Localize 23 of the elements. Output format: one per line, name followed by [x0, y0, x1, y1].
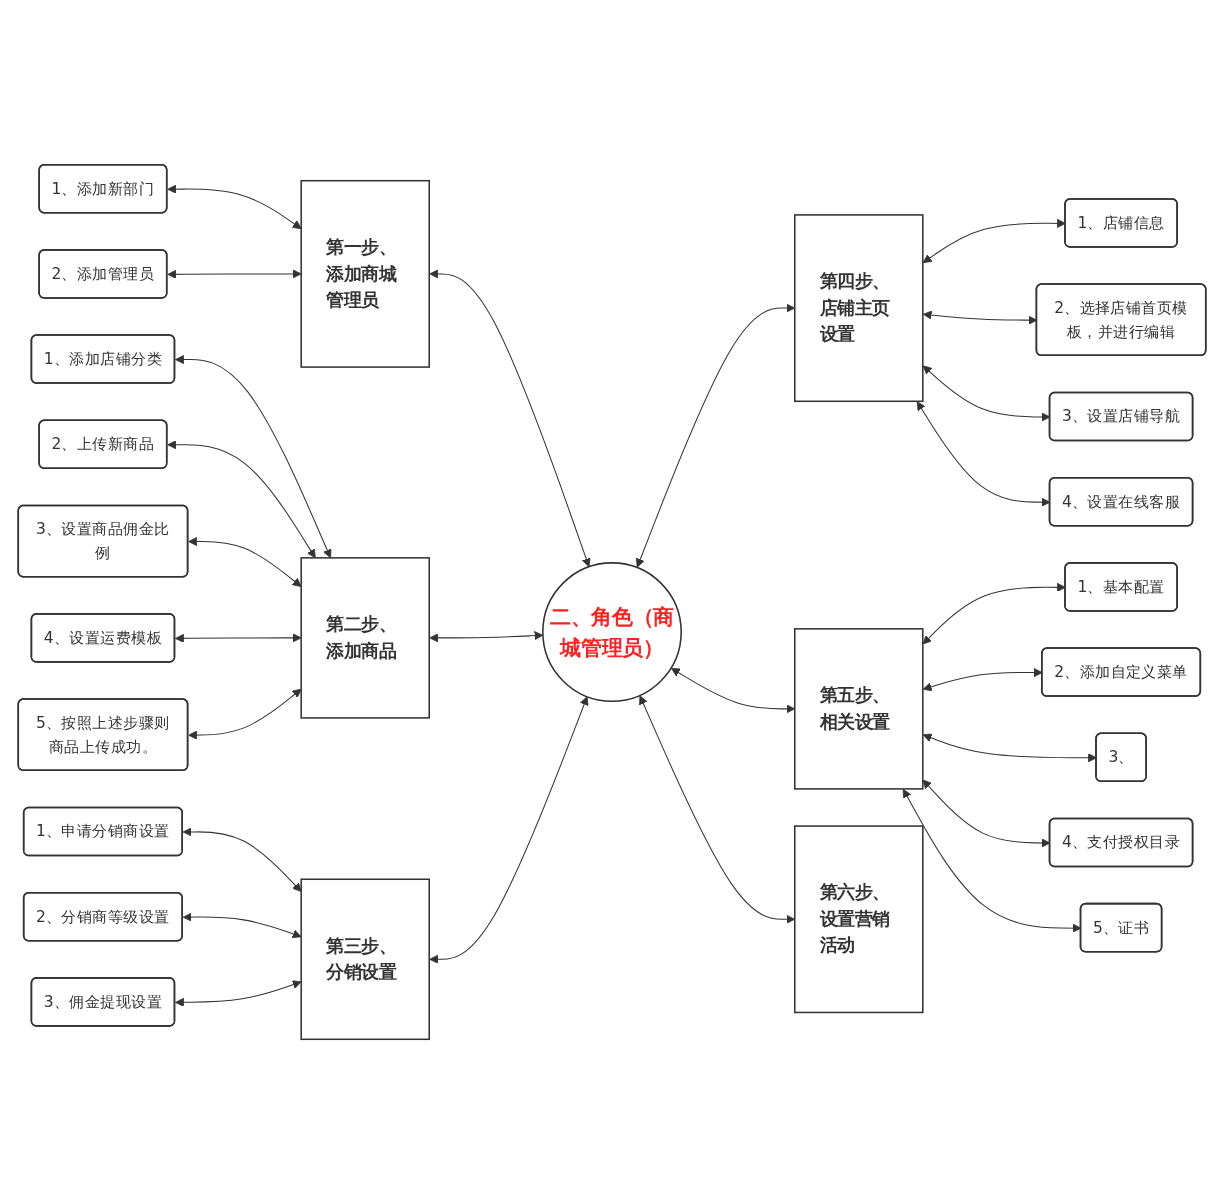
arrow — [167, 269, 302, 279]
node-box: 第六步、设置营销活动 — [794, 825, 924, 1014]
arrow — [429, 696, 589, 964]
node-box: 第三步、分销设置 — [300, 878, 430, 1041]
arrow — [182, 827, 302, 892]
arrow — [175, 355, 332, 559]
arrow — [188, 688, 302, 740]
arrow — [922, 582, 1066, 645]
arrow — [167, 440, 316, 559]
node-box: 第五步、相关设置 — [794, 628, 924, 790]
node-box: 第二步、添加商品 — [300, 557, 430, 719]
arrow — [175, 633, 302, 643]
node-circle: 二、角色（商城管理员） — [542, 562, 682, 703]
arrow — [922, 218, 1066, 264]
arrow — [429, 631, 544, 643]
arrow — [175, 980, 302, 1007]
arrow — [429, 269, 591, 568]
arrow — [182, 912, 302, 939]
arrow — [167, 184, 302, 230]
node-box: 第一步、添加商城管理员 — [300, 179, 430, 368]
arrow — [922, 733, 1097, 763]
node-box: 第四步、店铺主页设置 — [794, 214, 924, 403]
arrow — [188, 536, 302, 587]
